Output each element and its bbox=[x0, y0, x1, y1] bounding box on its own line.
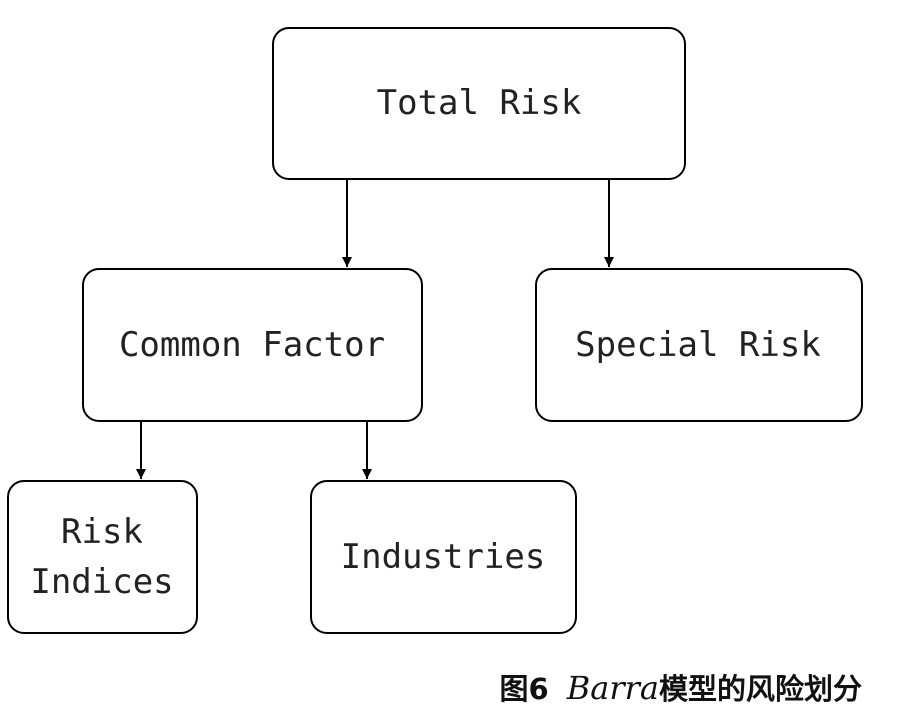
node-industries: Industries bbox=[310, 480, 577, 634]
node-common-factor-label: Common Factor bbox=[119, 325, 385, 365]
node-total-risk-box bbox=[272, 27, 686, 180]
edges-group bbox=[136, 179, 614, 479]
figure-number: 图6 bbox=[499, 672, 549, 706]
node-risk-indices-label-line-2: Indices bbox=[30, 562, 173, 602]
caption-text: 模型的风险划分 bbox=[658, 672, 862, 706]
node-special-risk-label: Special Risk bbox=[575, 325, 821, 365]
node-common-factor: Common Factor bbox=[82, 268, 423, 422]
node-risk-indices: Risk Indices bbox=[7, 480, 198, 634]
node-special-risk-box bbox=[535, 268, 863, 422]
node-industries-box bbox=[310, 480, 577, 634]
node-risk-indices-box bbox=[7, 480, 198, 634]
node-total-risk: Total Risk bbox=[272, 27, 686, 180]
node-common-factor-box bbox=[82, 268, 423, 422]
node-special-risk: Special Risk bbox=[535, 268, 863, 422]
node-risk-indices-label-line-1: Risk bbox=[61, 512, 143, 552]
node-industries-label: Industries bbox=[341, 537, 546, 577]
figure-caption: 图6 Barra模型的风险划分 bbox=[500, 666, 862, 708]
caption-model-name: Barra bbox=[566, 669, 659, 707]
node-total-risk-label: Total Risk bbox=[377, 83, 582, 123]
